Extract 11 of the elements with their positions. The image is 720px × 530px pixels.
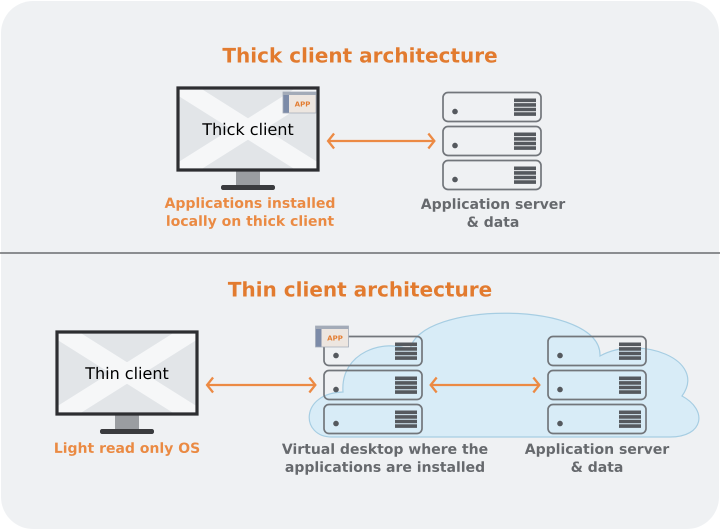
node-label: Application server & data bbox=[420, 198, 566, 228]
node-label: Light read only OS bbox=[55, 442, 200, 456]
arrow bbox=[429, 376, 541, 394]
arrow bbox=[326, 132, 436, 150]
heading: Thick client architecture bbox=[222, 47, 497, 63]
monitor: Thin client bbox=[55, 330, 199, 434]
heading: Thin client architecture bbox=[228, 281, 492, 297]
node-label: Application server & data bbox=[524, 443, 670, 472]
node-label: Applications installed locally on thick client bbox=[164, 197, 334, 229]
node-label: Virtual desktop where the applications are installed bbox=[282, 443, 488, 475]
arrow bbox=[206, 376, 317, 394]
